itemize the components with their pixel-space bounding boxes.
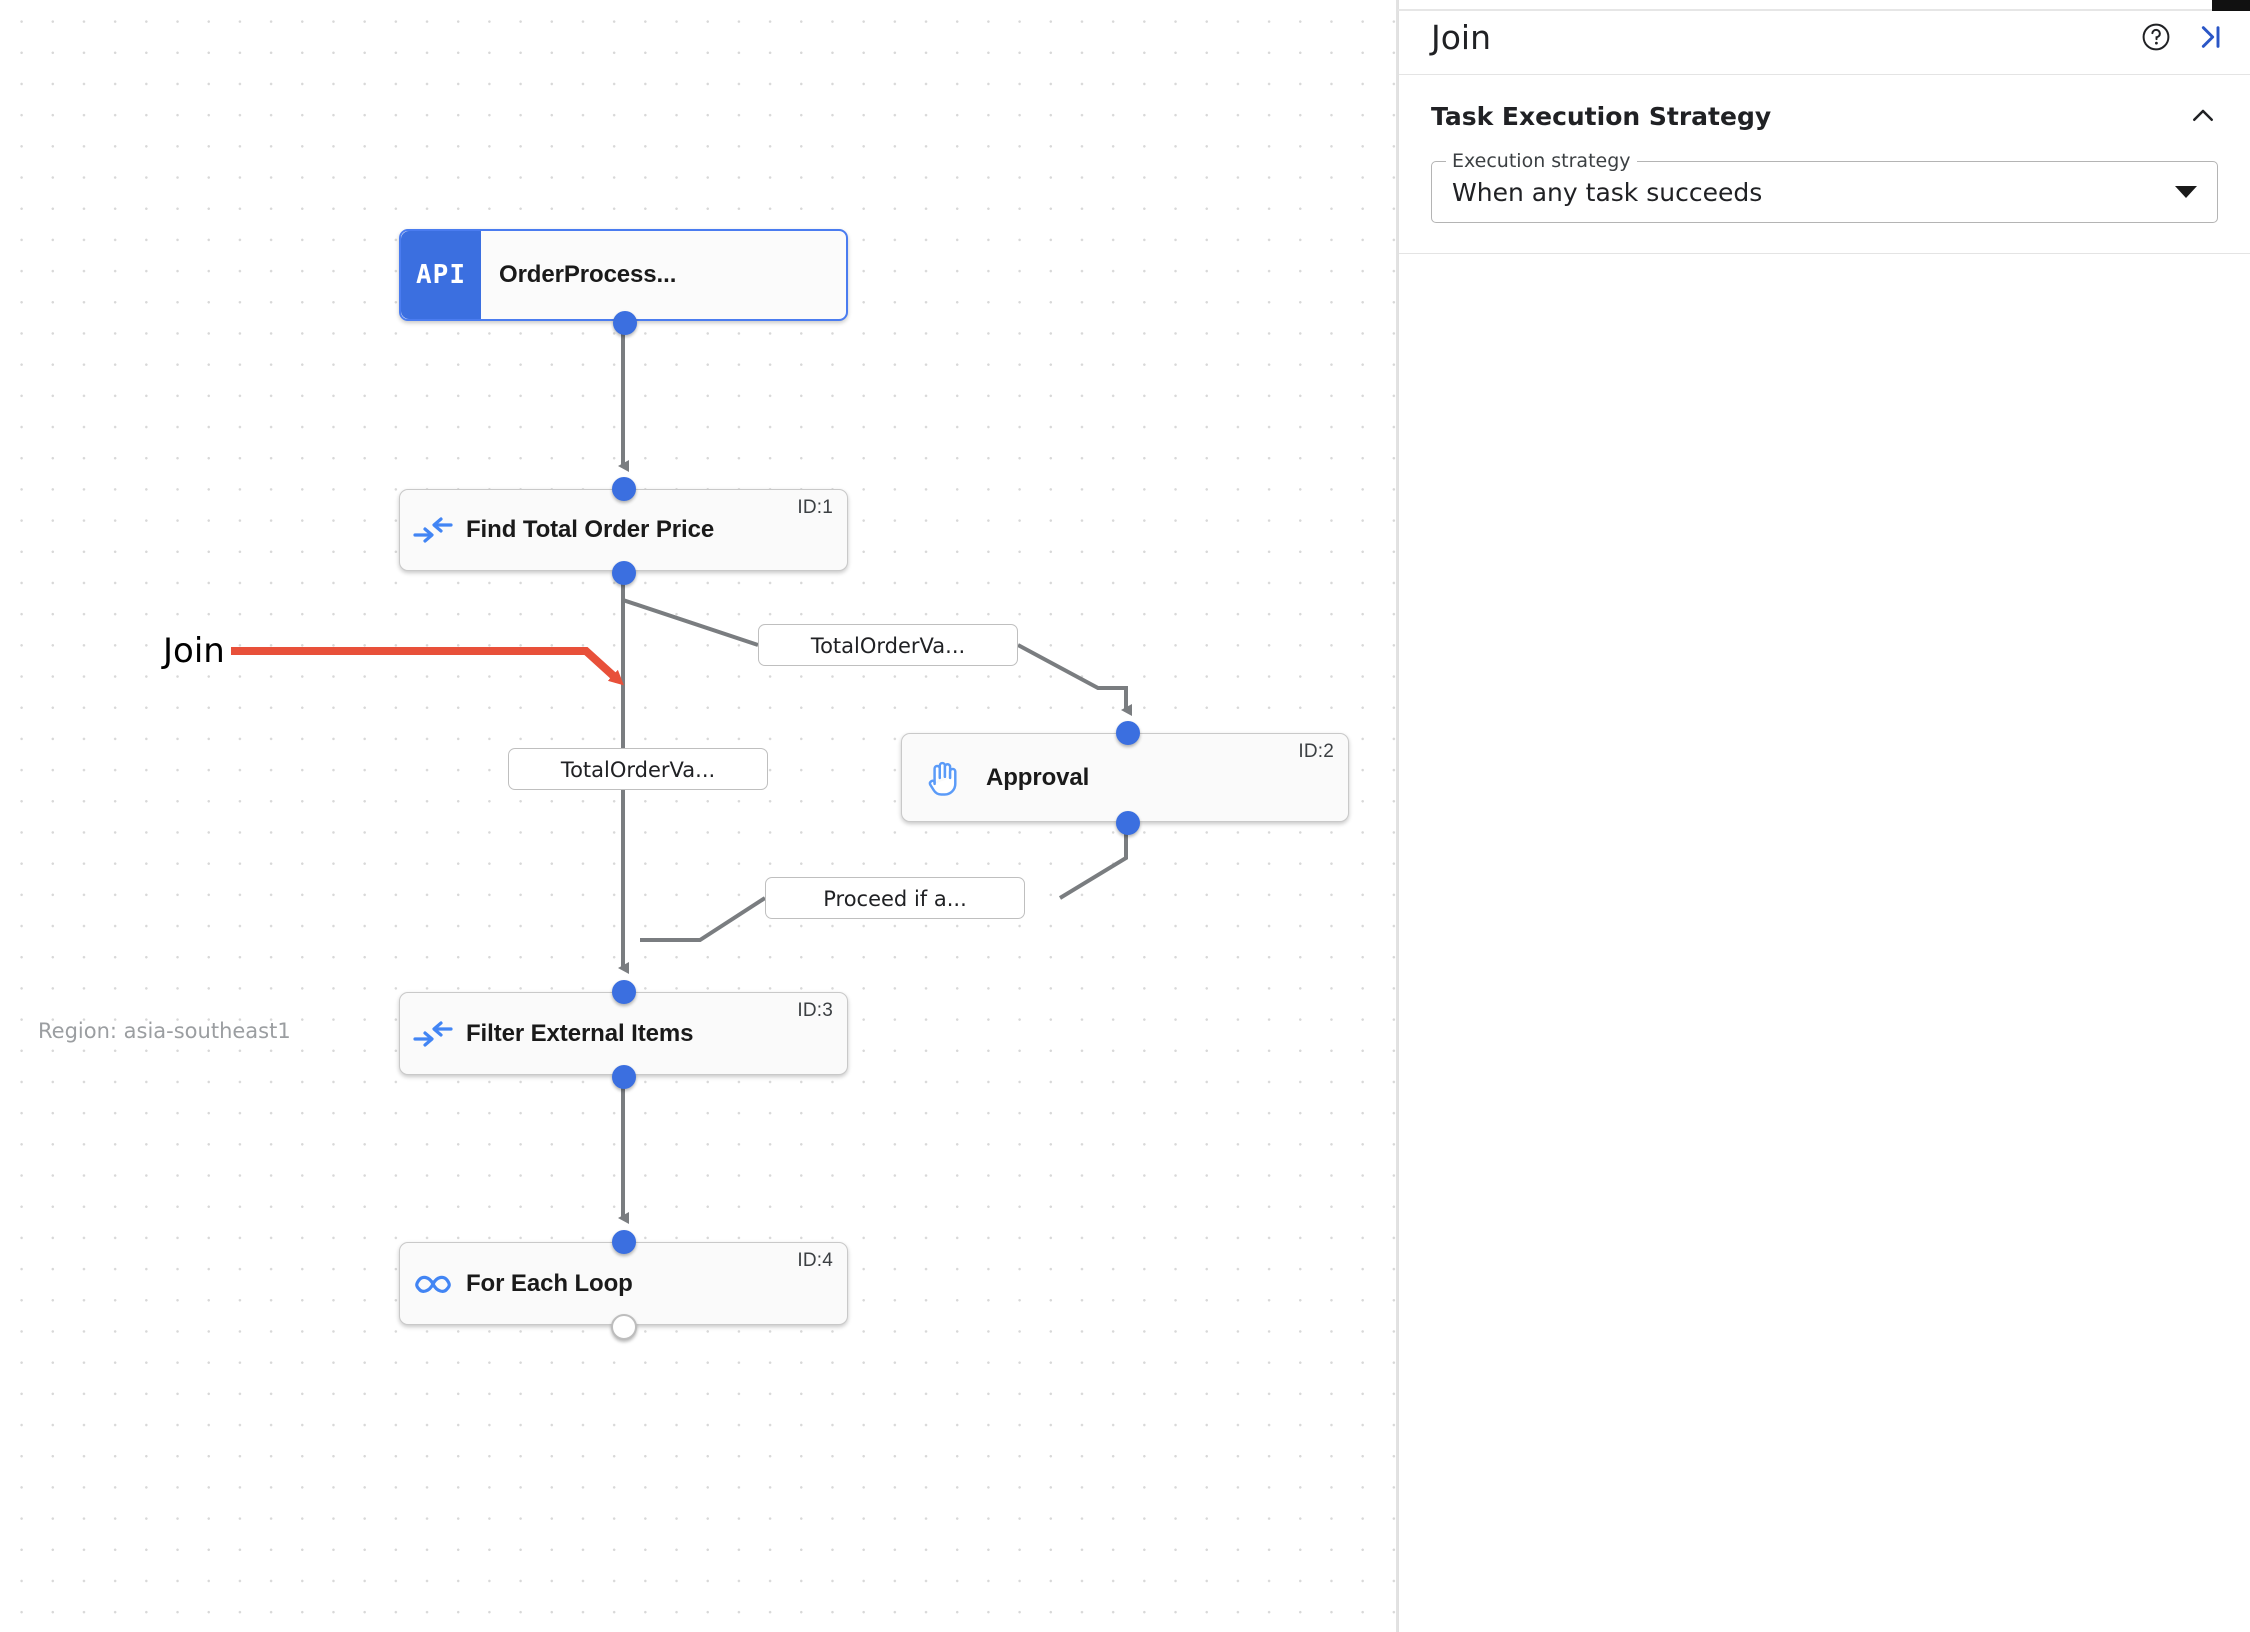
node-title: Filter External Items bbox=[466, 1019, 694, 1047]
node-output-port[interactable] bbox=[613, 311, 637, 335]
execution-strategy-select[interactable]: Execution strategy When any task succeed… bbox=[1431, 150, 2218, 223]
node-for-each-loop[interactable]: For Each Loop ID:4 bbox=[399, 1230, 848, 1340]
execution-strategy-value: When any task succeeds bbox=[1452, 177, 1763, 207]
region-watermark: Region: asia-southeast1 bbox=[38, 1019, 291, 1043]
node-id-label: ID:3 bbox=[797, 1000, 833, 1021]
panel-title: Join bbox=[1431, 17, 1492, 57]
node-output-port[interactable] bbox=[611, 1314, 637, 1340]
hand-icon bbox=[902, 758, 986, 798]
node-filter-external-items[interactable]: Filter External Items ID:3 bbox=[399, 980, 848, 1089]
node-id-label: ID:4 bbox=[797, 1250, 833, 1271]
workflow-canvas[interactable]: Join API OrderProcess... Find Total Orde… bbox=[0, 0, 1398, 1632]
help-circle-icon[interactable] bbox=[2140, 21, 2172, 53]
chevron-down-icon[interactable] bbox=[2175, 186, 2197, 198]
node-find-total-order-price[interactable]: Find Total Order Price ID:1 bbox=[399, 477, 848, 585]
node-title: Approval bbox=[986, 763, 1090, 791]
node-title: Find Total Order Price bbox=[466, 516, 715, 543]
node-output-port[interactable] bbox=[612, 1065, 636, 1089]
corner-artifact bbox=[2212, 0, 2250, 11]
infinity-icon bbox=[400, 1271, 466, 1297]
edge-label-proceed-if-approved[interactable]: Proceed if a... bbox=[765, 877, 1025, 919]
node-title: OrderProcess... bbox=[499, 261, 677, 288]
node-input-port[interactable] bbox=[612, 980, 636, 1004]
node-approval[interactable]: Approval ID:2 bbox=[901, 721, 1349, 835]
api-badge-icon: API bbox=[401, 231, 481, 319]
node-id-label: ID:2 bbox=[1298, 741, 1334, 762]
join-arrows-icon bbox=[400, 1019, 466, 1049]
node-output-port[interactable] bbox=[1116, 811, 1140, 835]
collapse-right-icon[interactable] bbox=[2194, 21, 2226, 53]
chevron-up-icon[interactable] bbox=[2188, 101, 2218, 131]
properties-panel: Join Task Execution Strategy bbox=[1398, 0, 2250, 1632]
panel-header: Join bbox=[1399, 0, 2250, 75]
node-input-port[interactable] bbox=[1116, 721, 1140, 745]
edge-label-total-order-value-2[interactable]: TotalOrderVa... bbox=[508, 748, 768, 790]
panel-top-hairline bbox=[1398, 9, 2250, 11]
node-order-process[interactable]: API OrderProcess... bbox=[399, 229, 848, 335]
join-arrows-icon bbox=[400, 515, 466, 545]
section-header[interactable]: Task Execution Strategy bbox=[1431, 101, 2218, 131]
node-input-port[interactable] bbox=[612, 477, 636, 501]
annotation-label-join: Join bbox=[163, 631, 225, 671]
section-title: Task Execution Strategy bbox=[1431, 101, 1772, 131]
task-execution-strategy-section: Task Execution Strategy Execution strate… bbox=[1399, 75, 2250, 254]
node-input-port[interactable] bbox=[612, 1230, 636, 1254]
execution-strategy-label: Execution strategy bbox=[1446, 150, 1637, 172]
edge-label-total-order-value-1[interactable]: TotalOrderVa... bbox=[758, 624, 1018, 666]
node-title: For Each Loop bbox=[466, 1269, 633, 1297]
node-output-port[interactable] bbox=[612, 561, 636, 585]
node-id-label: ID:1 bbox=[797, 497, 833, 518]
